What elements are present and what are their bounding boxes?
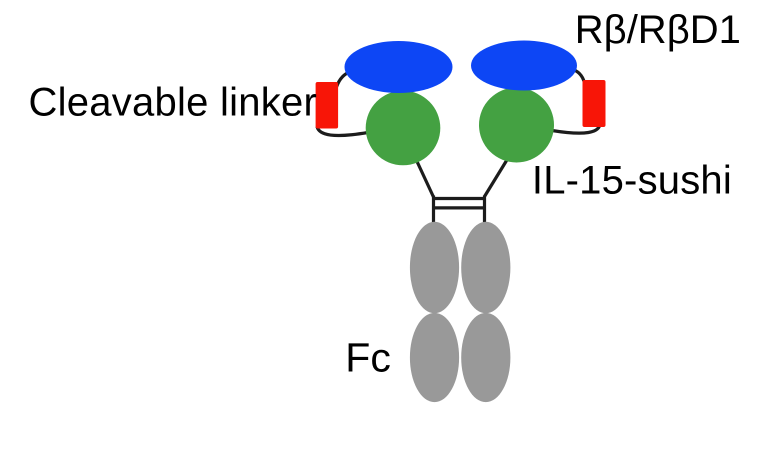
svg-text:IL-15-sushi: IL-15-sushi [532, 159, 732, 203]
svg-text:Rβ/RβD1: Rβ/RβD1 [575, 8, 741, 52]
svg-text:Cleavable linker: Cleavable linker [29, 81, 318, 125]
svg-text:Fc: Fc [345, 335, 391, 381]
